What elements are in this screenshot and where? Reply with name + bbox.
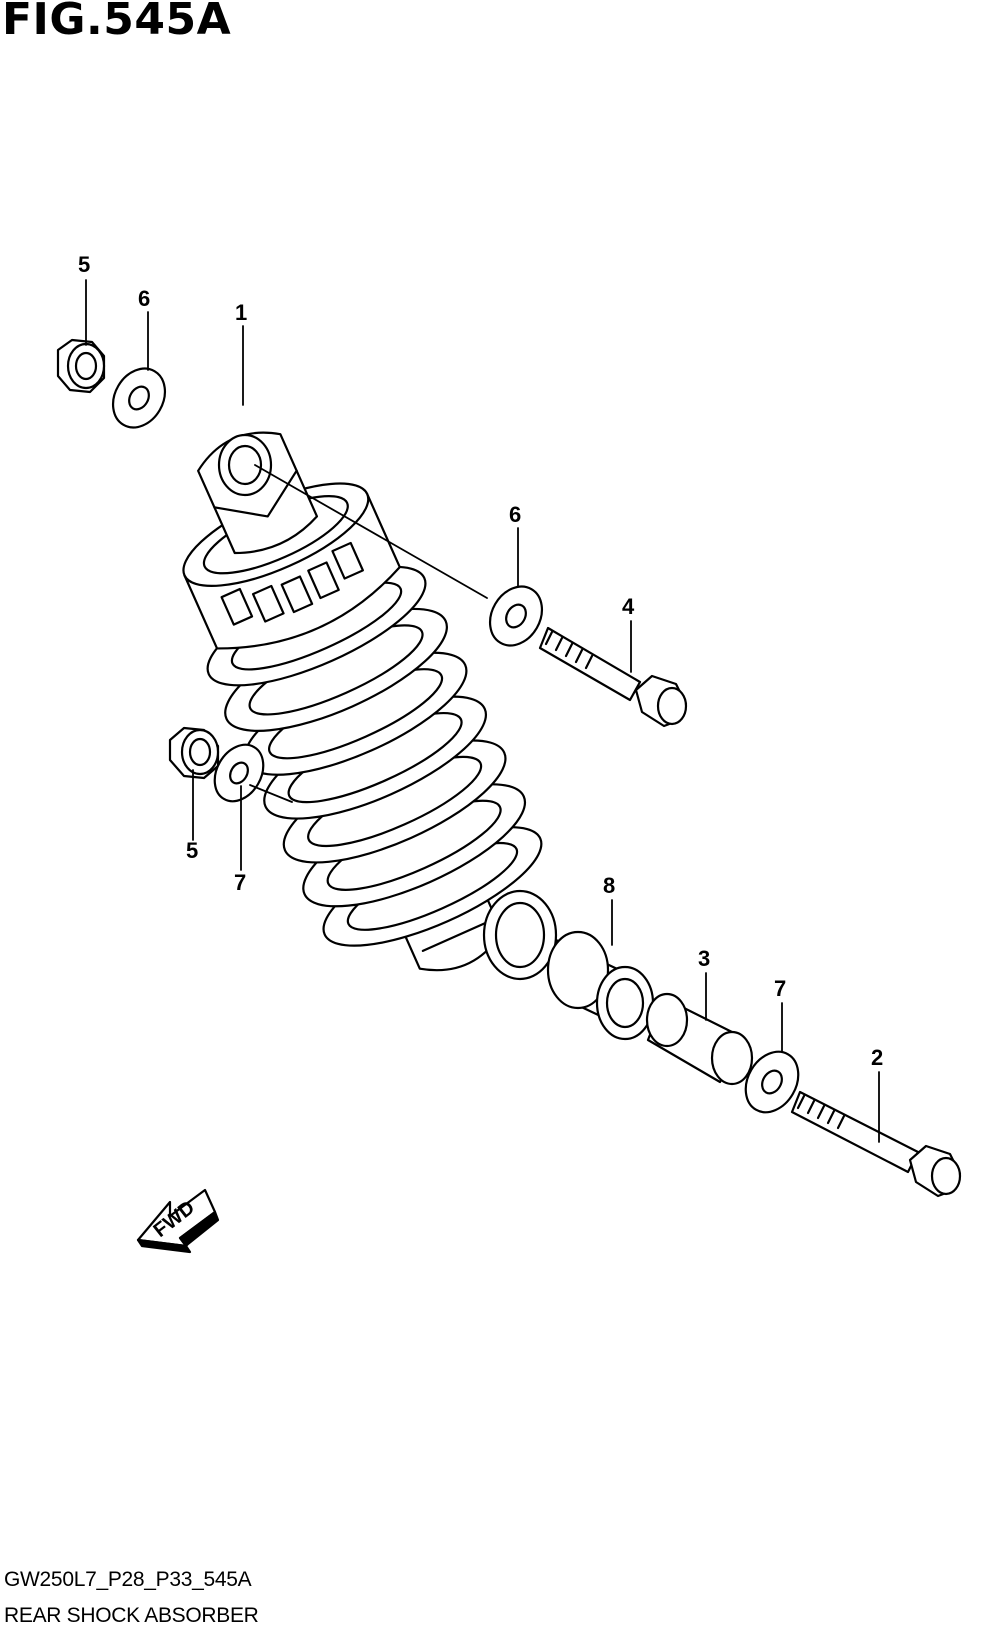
leader-lines bbox=[85, 279, 880, 1143]
callout-7-lower: 7 bbox=[774, 976, 786, 1001]
callout-7-middle: 7 bbox=[234, 870, 246, 895]
nut-top bbox=[56, 338, 106, 394]
figure-title: FIG.545A bbox=[2, 0, 232, 45]
washer-7-middle bbox=[213, 743, 265, 803]
shock-absorber bbox=[182, 431, 543, 972]
nut-middle bbox=[168, 726, 220, 780]
fwd-arrow: FWD bbox=[136, 1188, 220, 1254]
spacer-3 bbox=[645, 992, 754, 1086]
bolt-lower bbox=[790, 1090, 962, 1198]
washer-middle bbox=[488, 585, 544, 647]
callout-5-middle: 5 bbox=[186, 838, 198, 863]
upper-eye-bore bbox=[217, 433, 273, 497]
callout-2: 2 bbox=[871, 1045, 883, 1070]
collar-8 bbox=[546, 930, 655, 1041]
lower-eye-bore bbox=[482, 889, 558, 981]
callout-3: 3 bbox=[698, 946, 710, 971]
callout-8: 8 bbox=[603, 873, 615, 898]
callouts: 5 6 1 6 4 5 7 8 3 7 2 bbox=[78, 252, 883, 1070]
callout-6-top: 6 bbox=[138, 286, 150, 311]
washer-7-lower bbox=[744, 1050, 800, 1114]
figure-name: REAR SHOCK ABSORBER bbox=[4, 1604, 259, 1627]
washer-top bbox=[111, 367, 167, 429]
bolt-upper bbox=[538, 626, 688, 728]
callout-5-top: 5 bbox=[78, 252, 90, 277]
figure-code: GW250L7_P28_P33_545A bbox=[4, 1568, 252, 1591]
callout-1: 1 bbox=[235, 300, 247, 325]
callout-4: 4 bbox=[622, 594, 635, 619]
callout-6-middle: 6 bbox=[509, 502, 521, 527]
